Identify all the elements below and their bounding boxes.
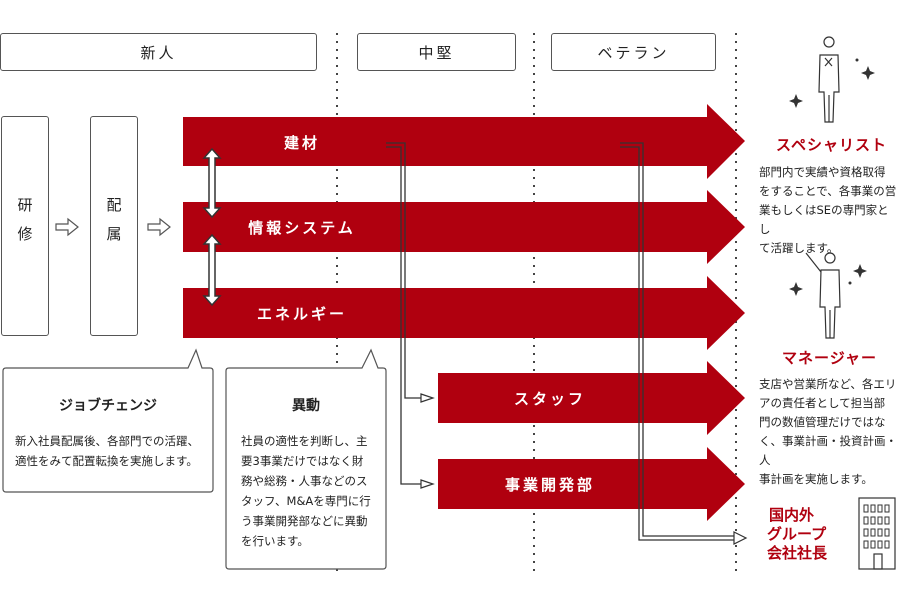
- job-change-title: ジョブチェンジ: [59, 398, 157, 414]
- dept-energy: エネルギー: [256, 304, 347, 323]
- dept-staff: スタッフ: [513, 389, 586, 408]
- phase-veteran: ベテラン: [551, 33, 716, 71]
- manager-title: マネージャー: [782, 349, 877, 367]
- transfer-text: 社員の適性を判断し、主 要3事業だけではなく財 務や総務・人事などのス タッフ、…: [241, 434, 371, 548]
- assignment-box: 配属: [90, 116, 138, 336]
- outline-arrow-icon: [420, 393, 435, 403]
- veteran-connector: [620, 142, 735, 541]
- transfer-title: 異動: [292, 398, 320, 414]
- arrow-energy: [183, 276, 745, 350]
- phase-mid: 中堅: [357, 33, 516, 71]
- arrow-info-systems: [183, 190, 745, 264]
- specialist-title: スペシャリスト: [776, 136, 887, 154]
- group-president-title: 国内外 グループ 会社社長: [767, 506, 828, 562]
- arrow-business-dev: [438, 447, 745, 521]
- double-arrow-icon: [202, 233, 222, 307]
- specialist-text: 部門内で実績や資格取得 をすることで、各事業の営 業もしくはSEの専門家とし て…: [759, 165, 897, 255]
- phase-newcomer: 新人: [0, 33, 317, 71]
- job-change-callout: [2, 348, 214, 493]
- outline-arrow-icon: [733, 531, 748, 545]
- manager-person-icon: [805, 252, 841, 339]
- dept-info-systems: 情報システム: [248, 218, 356, 237]
- sparkle-icon: [789, 264, 867, 296]
- dept-business-dev: 事業開発部: [504, 475, 595, 494]
- manager-text: 支店や営業所など、各エリ アの責任者として担当部 門の数値管理だけではな く、事…: [759, 377, 897, 486]
- double-arrow-icon: [202, 147, 222, 219]
- training-label: 研修: [15, 197, 34, 255]
- arrow-building-materials: [183, 104, 745, 179]
- mid-connector: [386, 142, 422, 485]
- specialist-person-icon: [818, 36, 840, 123]
- outline-arrow-icon: [420, 479, 435, 489]
- arrow-staff: [438, 361, 745, 435]
- assignment-label: 配属: [104, 197, 123, 255]
- dept-building-materials: 建材: [283, 133, 320, 152]
- sparkle-icon: [789, 58, 875, 108]
- job-change-text: 新入社員配属後、各部門での活躍、 適性をみて配置転換を実施します。: [15, 434, 199, 468]
- outline-arrow-icon: [55, 217, 79, 237]
- transfer-callout: [225, 348, 387, 570]
- outline-arrow-icon: [147, 217, 171, 237]
- building-windows: [863, 504, 890, 549]
- training-box: 研修: [1, 116, 49, 336]
